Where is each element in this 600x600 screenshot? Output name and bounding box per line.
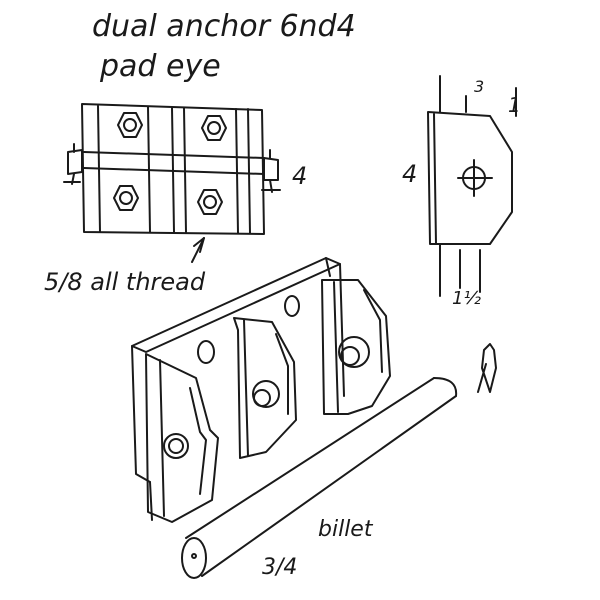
billet-pin-bottom-edge <box>201 395 457 577</box>
pin-diameter-label: 3/4 <box>262 555 297 580</box>
side-top-right-label: 1 <box>508 93 521 117</box>
all-thread-callout: 5/8 all thread <box>44 268 206 296</box>
hex-nut-bottom-left <box>113 185 139 211</box>
iso-gusset-middle <box>233 317 297 459</box>
iso-bolt-left <box>163 433 189 459</box>
side-plate-outline <box>427 111 513 245</box>
cotter-pin-icon <box>481 343 497 393</box>
side-width-label: 3 <box>474 77 484 96</box>
back-plate-hole-right <box>284 295 300 317</box>
front-gusset-left <box>97 105 101 233</box>
iso-gusset-left <box>145 353 219 523</box>
billet-pin-end <box>181 537 207 579</box>
front-height-label: 4 <box>292 162 307 190</box>
hex-nut-top-right <box>201 115 227 141</box>
billet-label: billet <box>318 517 374 542</box>
front-gusset-right <box>235 108 239 234</box>
billet-pin-top-edge <box>185 377 435 539</box>
right-pin-icon <box>263 157 279 181</box>
hole-crosshair <box>457 159 493 197</box>
hex-nut-bottom-right <box>197 189 223 215</box>
front-plate-outline <box>81 103 265 235</box>
iso-hole-right <box>338 336 370 368</box>
left-pin-icon <box>67 149 83 175</box>
front-view: 4 5/8 all thread <box>44 103 307 296</box>
iso-view: 3/4 billet <box>131 257 497 580</box>
side-height-label: 4 <box>402 160 417 188</box>
back-plate-hole-left <box>197 340 215 364</box>
hex-nut-top-left <box>117 112 143 138</box>
side-bottom-label: 1½ <box>452 288 481 309</box>
front-gusset-center <box>171 107 175 233</box>
iso-gusset-right <box>321 279 391 415</box>
title-line-1: dual anchor 6nd4 <box>92 9 356 44</box>
front-mid-seam <box>83 151 265 159</box>
base-plate-front-edge <box>131 345 151 483</box>
title-line-2: pad eye <box>99 49 221 84</box>
side-view: 3 4 1 1½ <box>402 75 521 309</box>
iso-hole-middle <box>252 380 280 408</box>
